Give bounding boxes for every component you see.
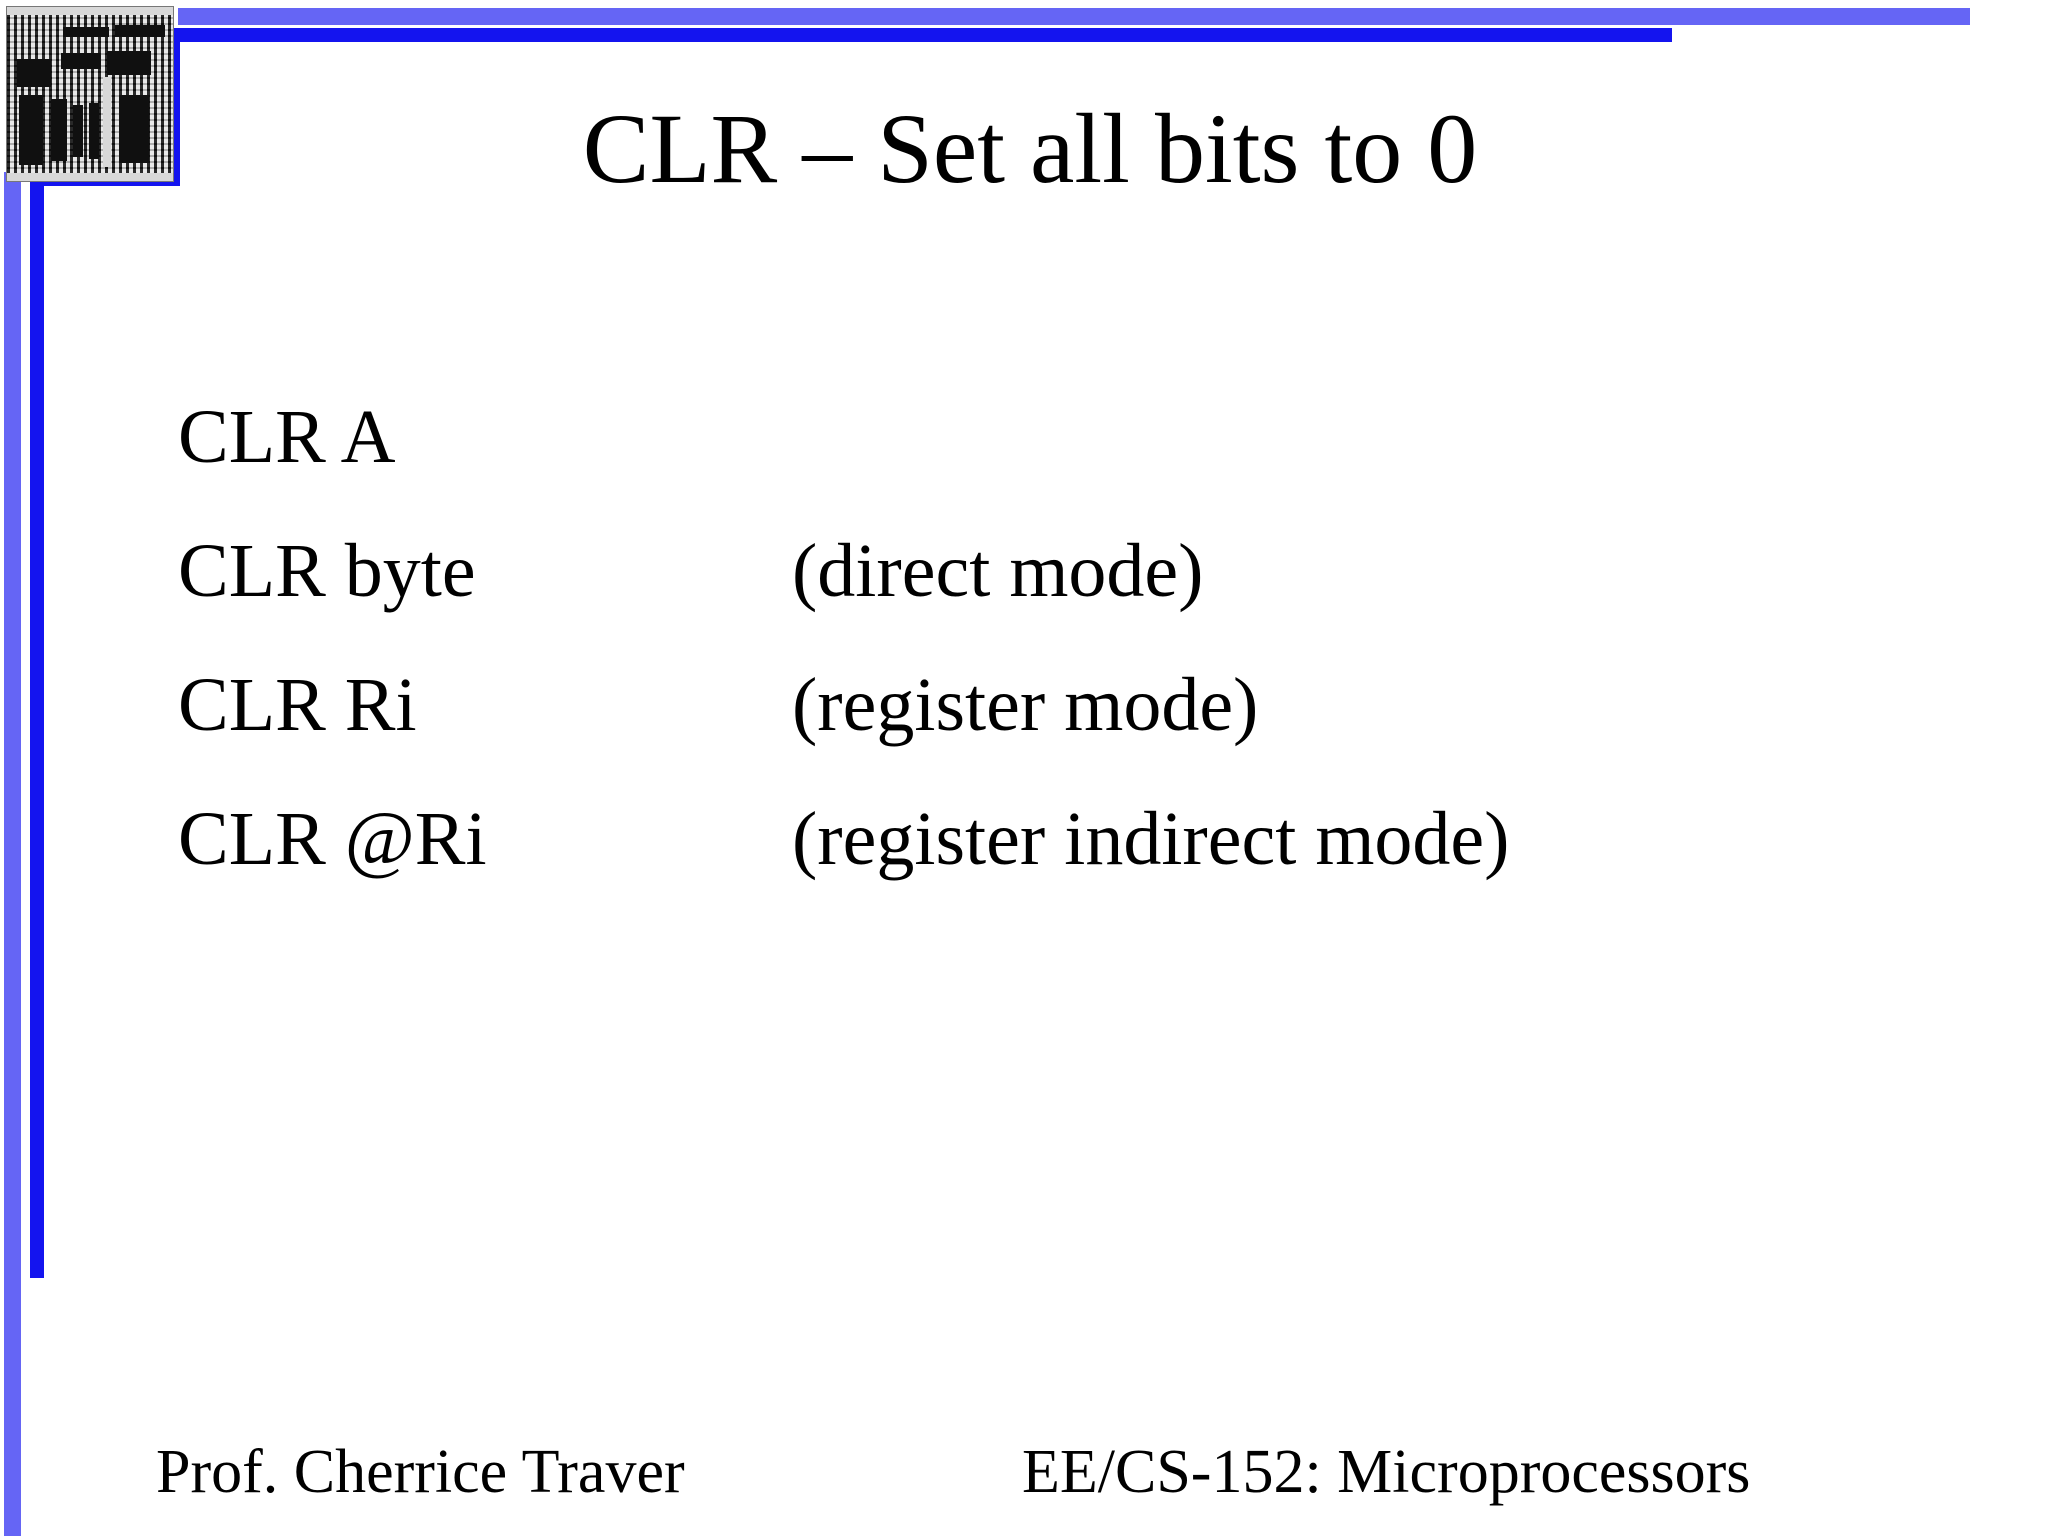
border-left-light-rule [4, 172, 21, 1388]
border-top-light-rule [178, 8, 1970, 25]
footer-presenter-name: Prof. Cherrice Traver [156, 1438, 685, 1506]
content-list: CLR A CLR byte (direct mode) CLR Ri (reg… [178, 395, 1878, 934]
addressing-mode-text: (direct mode) [792, 529, 1204, 613]
addressing-mode-text: (register mode) [792, 663, 1259, 747]
list-item: CLR Ri (register mode) [178, 663, 1878, 800]
microprocessor-die-photo-icon [6, 6, 174, 182]
list-item: CLR byte (direct mode) [178, 529, 1878, 666]
list-item: CLR A [178, 395, 1878, 532]
border-left-dark-rule [30, 42, 44, 1278]
slide-footer: Prof. Cherrice Traver EE/CS-152: Micropr… [0, 1438, 2048, 1536]
list-item: CLR @Ri (register indirect mode) [178, 797, 1878, 934]
footer-course-name: EE/CS-152: Microprocessors [1022, 1438, 1751, 1506]
instruction-text: CLR A [178, 395, 396, 479]
border-top-dark-rule [180, 28, 1672, 42]
addressing-mode-text: (register indirect mode) [792, 797, 1510, 881]
border-left-light-rule-lower [4, 1380, 21, 1536]
instruction-text: CLR byte [178, 529, 476, 613]
instruction-text: CLR @Ri [178, 797, 487, 881]
page-title: CLR – Set all bits to 0 [582, 93, 1478, 204]
instruction-text: CLR Ri [178, 663, 417, 747]
